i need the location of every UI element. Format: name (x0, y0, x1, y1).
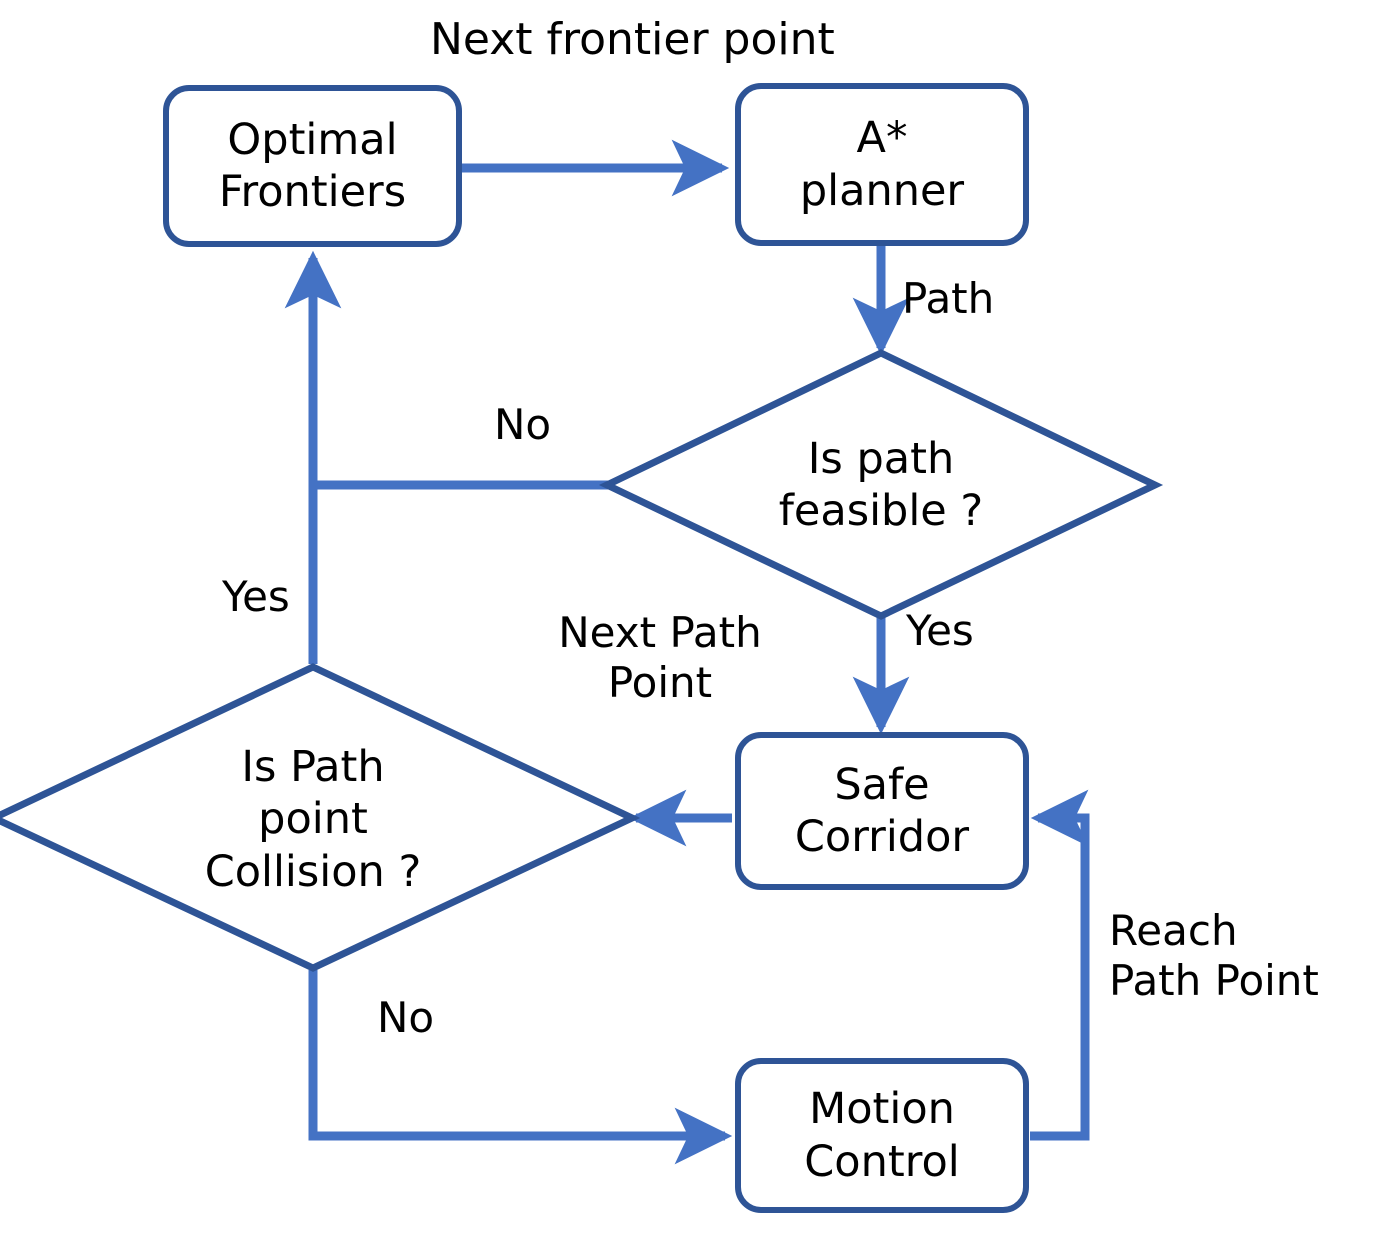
edge-label-yes-feasible: Yes (906, 606, 974, 655)
edge-label-next-frontier-point: Next frontier point (430, 14, 835, 65)
motion-control-line1: Motion (809, 1084, 955, 1135)
optimal-frontiers-line2: Frontiers (218, 167, 407, 217)
node-safe-corridor[interactable]: Safe Corridor (735, 732, 1029, 890)
node-motion-control[interactable]: Motion Control (735, 1058, 1029, 1213)
safe-corridor-line1: Safe (834, 759, 930, 810)
edge-feasible-no (284, 250, 662, 514)
node-optimal-frontiers[interactable]: Optimal Frontiers (163, 85, 462, 247)
safe-corridor-line2: Corridor (794, 812, 970, 862)
edge-motion-to-corridor (1030, 789, 1090, 1141)
edge-label-reach-path-point: Reach Path Point (1109, 906, 1319, 1006)
a-star-planner-line1: A* (856, 113, 908, 164)
edge-label-no-collision: No (377, 993, 435, 1042)
node-a-star-planner[interactable]: A* planner (735, 83, 1029, 246)
optimal-frontiers-line1: Optimal (227, 114, 398, 165)
edge-collision-no (308, 970, 733, 1165)
edge-label-no-feasible: No (494, 400, 552, 449)
edge-label-yes-collision: Yes (222, 572, 290, 621)
edge-label-path: Path (902, 274, 995, 323)
a-star-planner-line2: planner (799, 165, 965, 216)
edge-label-next-path-point: Next Path Point (558, 608, 762, 708)
motion-control-line2: Control (804, 1136, 960, 1187)
